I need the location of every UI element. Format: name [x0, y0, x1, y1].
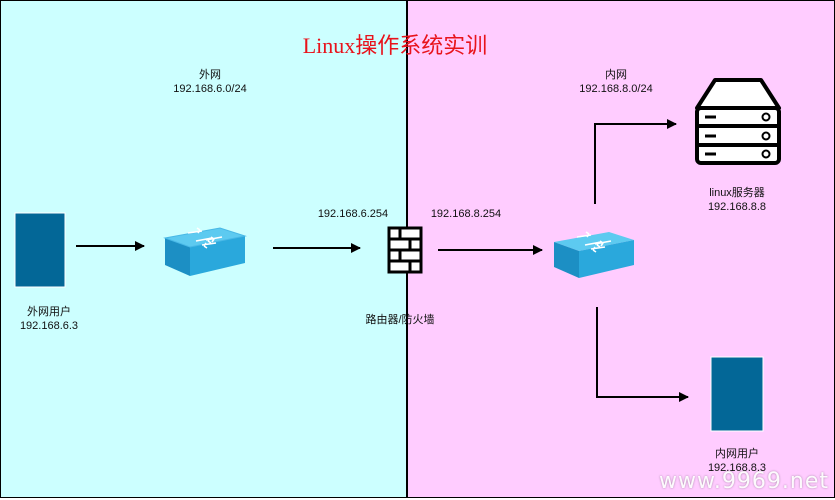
- internal-user-label: 内网用户 192.168.8.3: [687, 447, 787, 475]
- internal-zone-label: 内网 192.168.8.0/24: [566, 68, 666, 96]
- router-right-ip: 192.168.8.254: [430, 208, 502, 220]
- external-user-label: 外网用户 192.168.6.3: [0, 305, 98, 333]
- link-switch-to-server: [594, 119, 677, 204]
- diagram-title: Linux操作系统实训: [302, 33, 488, 58]
- internal-zone-name: 内网: [605, 69, 627, 81]
- external-zone-label: 外网 192.168.6.0/24: [160, 68, 260, 96]
- server-ip: 192.168.8.8: [707, 201, 767, 213]
- external-zone-name: 外网: [199, 69, 221, 81]
- server-icon: [695, 78, 781, 165]
- firewall-icon: [387, 226, 423, 274]
- server-name: linux服务器: [709, 187, 765, 199]
- router-label: 路由器/防火墙: [365, 314, 435, 326]
- internal-user-name: 内网用户: [715, 448, 759, 460]
- router-left-ip: 192.168.6.254: [317, 208, 389, 220]
- watermark-text: www.9969.net: [658, 469, 829, 494]
- switch-icon: [554, 231, 634, 278]
- link-switch-to-internal-user: [596, 307, 689, 402]
- external-user-name: 外网用户: [27, 306, 71, 318]
- internal-zone-subnet: 192.168.8.0/24: [579, 83, 653, 95]
- workstation-icon: [14, 212, 66, 288]
- server-label: linux服务器 192.168.8.8: [687, 186, 787, 214]
- internal-user-ip: 192.168.8.3: [707, 462, 767, 474]
- external-zone-subnet: 192.168.6.0/24: [173, 83, 247, 95]
- workstation-icon: [710, 356, 764, 432]
- switch-icon: [163, 227, 247, 276]
- external-user-ip: 192.168.6.3: [19, 320, 79, 332]
